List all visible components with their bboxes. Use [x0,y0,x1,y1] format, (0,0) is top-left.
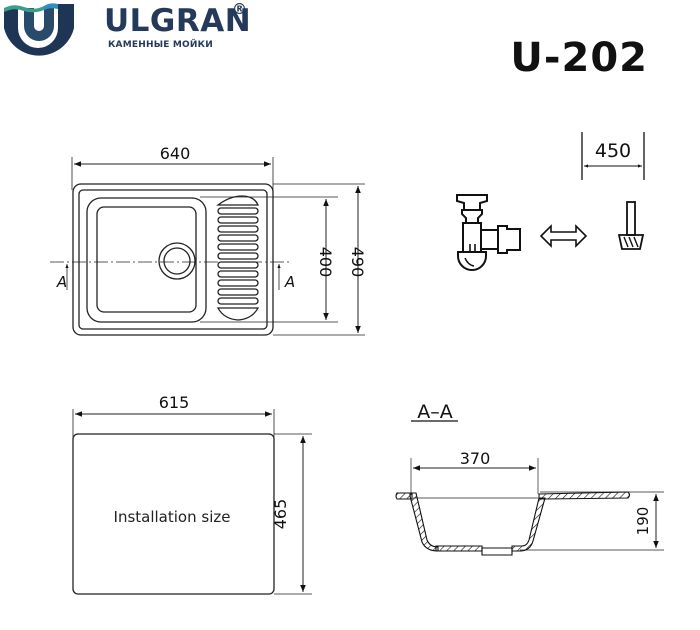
installation-caption: Installation size [114,508,231,526]
section-marker-right: A [284,273,295,291]
height-490-label: 490 [348,247,367,278]
width-640-label: 640 [160,144,191,163]
registered-mark: ® [232,0,247,18]
height-400-label: 400 [316,247,335,278]
siphon-icon [456,194,521,271]
height-465-label: 465 [271,499,290,530]
brand-logo: ULGRAN ® КАМЕННЫЕ МОЙКИ [0,0,252,60]
width-615-label: 615 [159,393,190,412]
brand-name: ULGRAN [104,3,252,39]
brand-tagline: КАМЕННЫЕ МОЙКИ [108,40,213,50]
logo-mark-icon [4,3,74,56]
section-title: A–A [417,401,453,423]
section-view: A–A [395,401,664,556]
sink-profile [395,491,631,556]
distance-450-label: 450 [595,140,631,162]
double-arrow-icon [539,224,588,248]
section-marker-left: A [56,273,67,291]
depth-190-label: 190 [634,507,652,536]
drainboard-ribs [217,207,259,305]
installation-view [72,409,312,595]
siphon-spec [456,132,645,271]
bowl-width-370-label: 370 [460,449,491,468]
wall-outlet-icon [617,201,645,250]
top-view [50,157,365,336]
model-number: U-202 [510,35,648,81]
